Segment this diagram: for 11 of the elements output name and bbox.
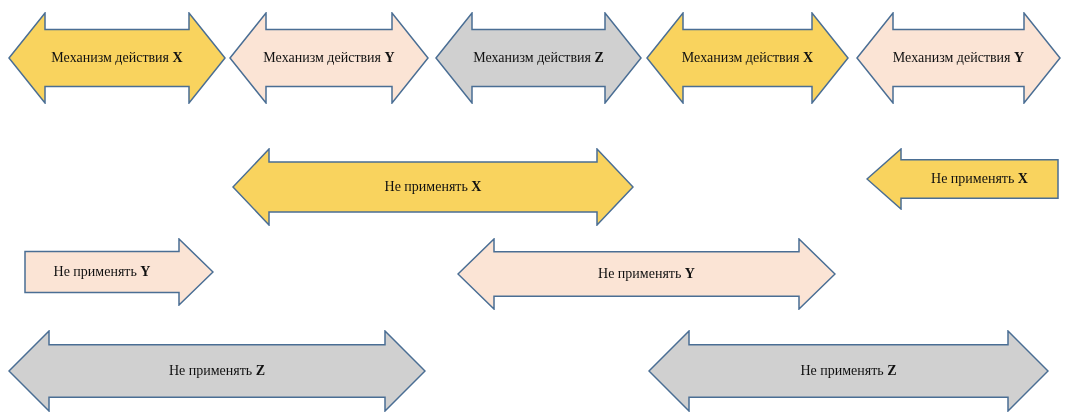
arrow-label: Не применять Y (598, 266, 695, 282)
arrow-label: Механизм действия X (681, 50, 814, 66)
arrow-label: Механизм действия X (51, 50, 183, 66)
arrow-label: Не применять Z (800, 363, 897, 379)
arrow-label: Механизм действия Z (473, 50, 604, 66)
arrow-label: Не применять Y (53, 264, 151, 280)
arrow-label: Механизм действия Y (892, 50, 1025, 66)
arrow-label: Не применять X (384, 179, 482, 195)
arrow-label: Не применять X (931, 171, 1028, 187)
arrow-label: Не применять Z (168, 363, 266, 379)
arrow-label: Механизм действия Y (263, 50, 395, 66)
